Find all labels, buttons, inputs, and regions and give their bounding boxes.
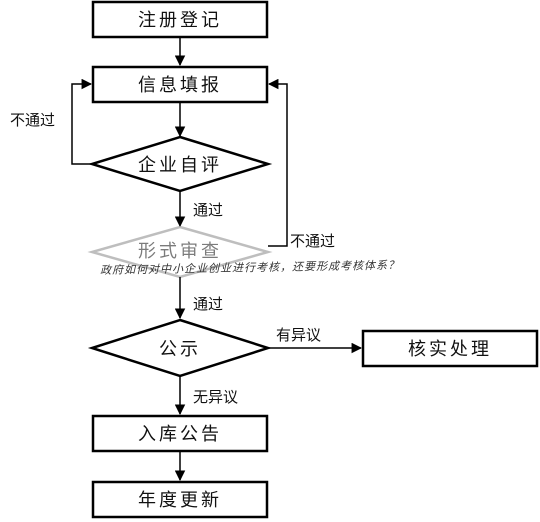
node-formal-review: 形式审查: [87, 225, 273, 279]
node-publicity: 公示: [87, 318, 273, 378]
label-review-fail: 不通过: [290, 232, 335, 250]
label-has-objection: 有异议: [276, 326, 321, 344]
edge-review-fail: [267, 78, 288, 247]
node-info-fill: 信息填报: [91, 65, 269, 104]
label-review-pass: 通过: [193, 295, 223, 313]
label-no-objection: 无异议: [193, 388, 238, 406]
node-annual-update: 年度更新: [91, 480, 269, 519]
label-self-eval-fail: 不通过: [10, 111, 55, 129]
label-self-eval-pass: 通过: [193, 201, 223, 219]
node-archive: 入库公告: [91, 414, 269, 453]
svg-text:年度更新: 年度更新: [138, 490, 222, 511]
svg-text:形式审查: 形式审查: [138, 241, 222, 262]
edge-self-eval-fail: [71, 78, 93, 165]
svg-text:企业自评: 企业自评: [138, 155, 222, 176]
svg-text:信息填报: 信息填报: [138, 75, 222, 96]
node-verify: 核实处理: [361, 329, 539, 368]
svg-text:注册登记: 注册登记: [138, 10, 222, 31]
svg-text:公示: 公示: [159, 339, 201, 360]
node-self-eval: 企业自评: [87, 135, 273, 193]
svg-text:核实处理: 核实处理: [408, 339, 492, 360]
node-register: 注册登记: [91, 0, 269, 39]
svg-text:入库公告: 入库公告: [138, 424, 222, 445]
